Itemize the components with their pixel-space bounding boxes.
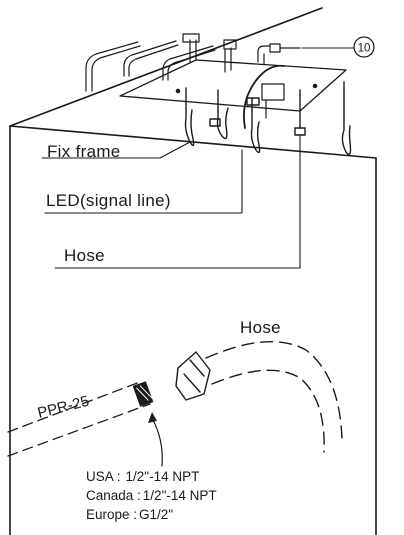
item-number-label: 10 [358,43,371,55]
thread-spec-europe: Europe :G1/2" [86,507,173,522]
hanging-hoses [184,81,352,156]
led-signal-line-label: LED(signal line) [46,191,171,210]
leader-lines [41,47,355,269]
mounting-plate [119,59,347,112]
ppr-thread [132,381,154,407]
ceiling-box-outline [9,7,377,535]
ppr-pipe [7,381,151,457]
ppr-label: PPR-25 [36,393,91,422]
detail-hose-label: Hose [240,318,281,337]
ceiling-pipes [85,33,301,92]
hose-label: Hose [64,246,105,265]
fix-frame-label: Fix frame [47,142,121,161]
led-cable [243,64,285,129]
item-number-balloon [353,36,375,58]
hose-hex-nut [175,351,211,401]
spec-arrow [148,412,163,467]
detail-hose [205,341,343,453]
thread-spec-canada: Canada :1/2"-14 NPT [86,488,217,503]
thread-spec-usa: USA :1/2"-14 NPT [86,469,199,484]
